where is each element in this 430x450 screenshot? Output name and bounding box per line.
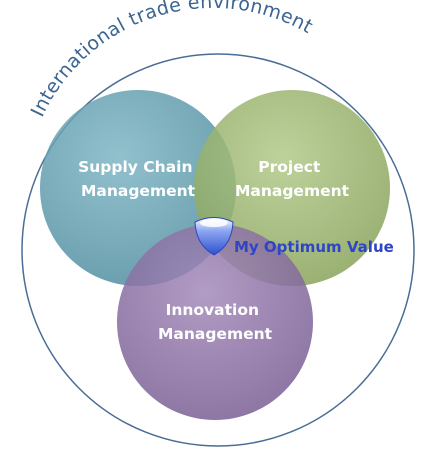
optimum-marker-icon [194,217,234,256]
supply-chain-label-line2: Management [81,182,196,200]
project-label-line1: Project [258,158,321,176]
innovation-label-line1: Innovation [166,301,259,319]
innovation-label-line2: Management [158,325,273,343]
optimum-marker-highlight [200,219,228,227]
project-label-line2: Management [235,182,350,200]
optimum-label: My Optimum Value [234,238,394,256]
innovation-circle [117,224,313,420]
environment-ring [21,53,415,447]
supply-chain-label: Supply Chain Management [78,158,198,200]
supply-chain-label-line1: Supply Chain [78,158,192,176]
innovation-label: Innovation Management [158,301,273,343]
project-label: Project Management [235,158,350,200]
